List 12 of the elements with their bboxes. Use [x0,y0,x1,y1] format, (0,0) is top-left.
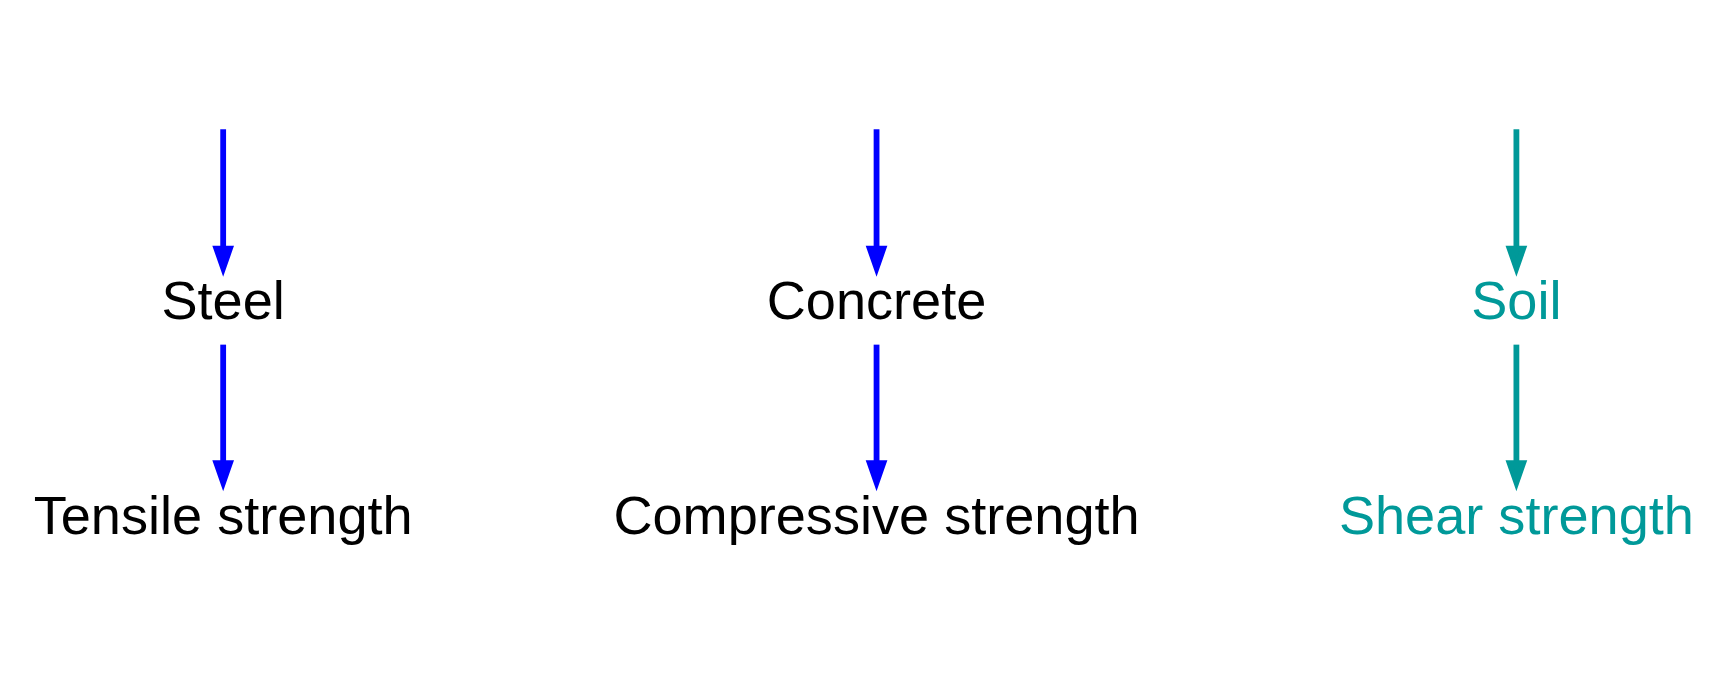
arrow [212,344,234,491]
arrow [1505,344,1528,491]
arrow [865,128,888,277]
arrow [865,344,888,491]
node-text: Steel [161,269,285,330]
node-text: Compressive strength [613,484,1140,545]
arrow [212,128,234,277]
node-text: Soil [1471,269,1562,330]
arrow [1505,128,1528,277]
node-text: Tensile strength [33,484,413,545]
node-text: Shear strength [1338,484,1694,545]
node-text: Concrete [766,269,987,330]
